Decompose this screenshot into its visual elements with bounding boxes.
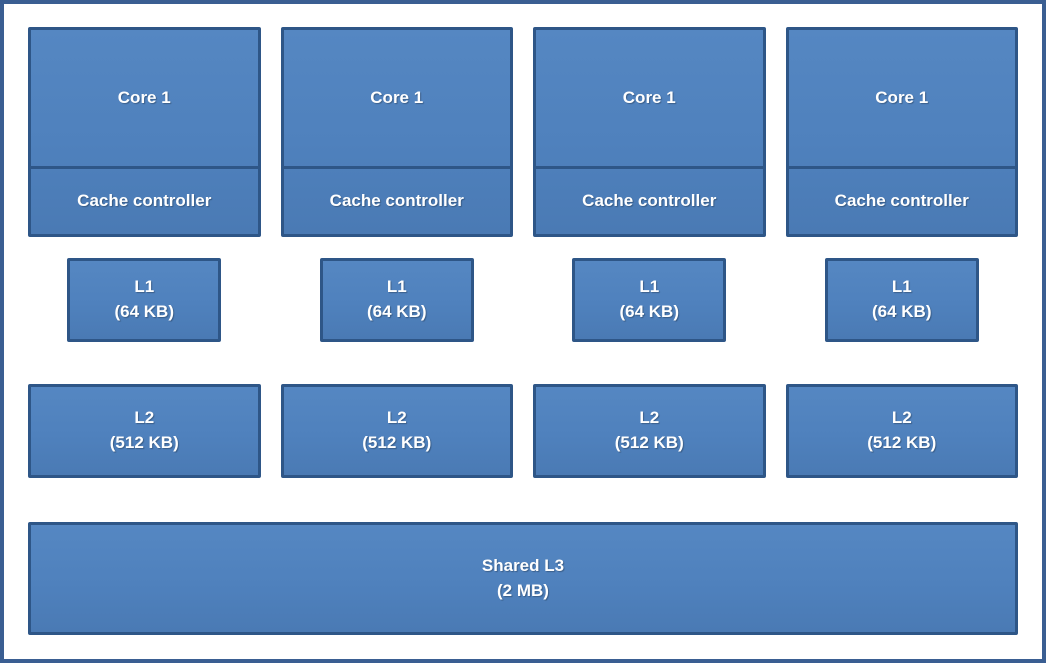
- l2-column-3: L2 (512 KB): [533, 384, 766, 478]
- l2-cache-block: L2 (512 KB): [28, 384, 261, 478]
- l1-cache-block: L1 (64 KB): [67, 258, 222, 342]
- l1-label: L1: [639, 277, 660, 297]
- l2-column-2: L2 (512 KB): [280, 384, 513, 478]
- l1-cache-block: L1 (64 KB): [572, 258, 727, 342]
- l1-size: (64 KB): [871, 302, 932, 321]
- l1-size: (64 KB): [114, 302, 174, 321]
- l2-size: (512 KB): [867, 433, 937, 452]
- l2-column-1: L2 (512 KB): [28, 384, 261, 478]
- l3-row: Shared L3 (2 MB): [28, 522, 1018, 635]
- l1-label: L1: [386, 277, 407, 297]
- l2-column-4: L2 (512 KB): [785, 384, 1018, 478]
- core-label: Core 1: [622, 87, 676, 107]
- l2-label: L2: [386, 408, 407, 428]
- core-label: Core 1: [117, 87, 171, 107]
- l2-label: L2: [891, 408, 912, 428]
- l2-row: L2 (512 KB) L2 (512 KB) L2 (512 KB) L2 (…: [28, 384, 1018, 478]
- l2-cache-block: L2 (512 KB): [280, 384, 513, 478]
- core-block: Core 1 Cache controller: [280, 27, 513, 237]
- core-block: Core 1 Cache controller: [785, 27, 1018, 237]
- core-label: Core 1: [370, 87, 424, 107]
- l2-label: L2: [639, 408, 660, 428]
- l2-size: (512 KB): [362, 433, 432, 452]
- l2-size: (512 KB): [109, 433, 179, 452]
- core-column-2: Core 1 Cache controller: [280, 27, 513, 237]
- l1-column-3: L1 (64 KB): [533, 258, 766, 342]
- l2-size: (512 KB): [614, 433, 684, 452]
- l3-size: (2 MB): [497, 580, 549, 600]
- l1-cache-block: L1 (64 KB): [824, 258, 979, 342]
- l1-size: (64 KB): [619, 302, 679, 321]
- core-column-3: Core 1 Cache controller: [533, 27, 766, 237]
- l3-label: Shared L3: [481, 555, 565, 575]
- core-column-1: Core 1 Cache controller: [28, 27, 261, 237]
- cache-controller-label: Cache controller: [536, 166, 763, 234]
- l1-column-1: L1 (64 KB): [28, 258, 261, 342]
- core-block: Core 1 Cache controller: [533, 27, 766, 237]
- l1-column-4: L1 (64 KB): [786, 258, 1019, 342]
- cache-controller-label: Cache controller: [283, 166, 510, 234]
- core-column-4: Core 1 Cache controller: [785, 27, 1018, 237]
- l1-row: L1 (64 KB) L1 (64 KB) L1 (64 KB) L1 (64 …: [28, 258, 1018, 342]
- l2-cache-block: L2 (512 KB): [533, 384, 766, 478]
- l1-cache-block: L1 (64 KB): [319, 258, 474, 342]
- l2-label: L2: [134, 408, 155, 428]
- l1-size: (64 KB): [366, 302, 427, 321]
- core-block: Core 1 Cache controller: [28, 27, 261, 237]
- core-row: Core 1 Cache controller Core 1 Cache con…: [28, 27, 1018, 237]
- cache-controller-label: Cache controller: [31, 166, 258, 234]
- cache-controller-label: Cache controller: [788, 166, 1015, 234]
- shared-l3-block: Shared L3 (2 MB): [28, 522, 1018, 635]
- l1-label: L1: [891, 277, 912, 297]
- l1-label: L1: [134, 277, 155, 297]
- l2-cache-block: L2 (512 KB): [785, 384, 1018, 478]
- l1-column-2: L1 (64 KB): [281, 258, 514, 342]
- core-label: Core 1: [875, 87, 929, 107]
